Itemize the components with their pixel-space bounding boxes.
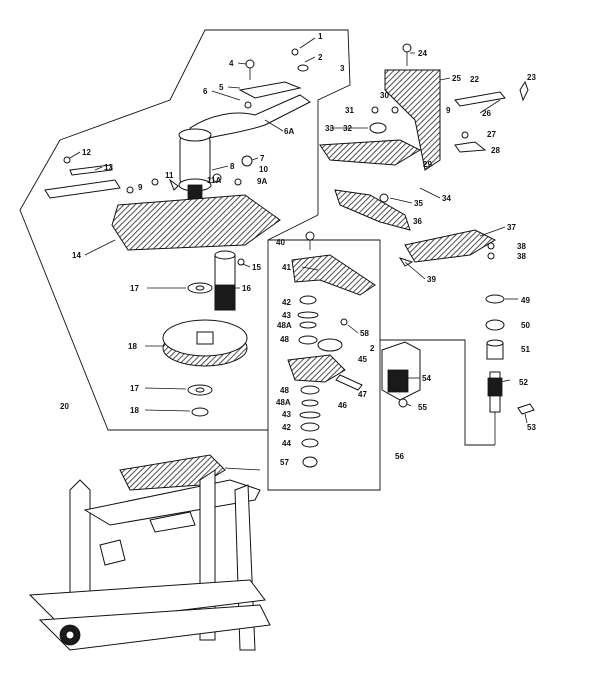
callout-6a: 6A bbox=[284, 127, 294, 136]
callout-53: 53 bbox=[527, 423, 536, 432]
callout-5: 5 bbox=[219, 83, 224, 92]
callout-3: 3 bbox=[340, 64, 345, 73]
top-bracket-assembly bbox=[168, 48, 311, 206]
callout-42-bottom: 42 bbox=[282, 423, 291, 432]
center-stack-assembly bbox=[287, 231, 376, 468]
callout-9a: 9A bbox=[257, 177, 267, 186]
callout-38-lower: 38 bbox=[517, 252, 526, 261]
callout-48-top: 48 bbox=[280, 335, 289, 344]
callout-27: 27 bbox=[487, 130, 496, 139]
callout-54: 54 bbox=[422, 374, 431, 383]
callout-18-gear: 18 bbox=[128, 342, 137, 351]
callout-6: 6 bbox=[203, 87, 208, 96]
callout-7: 7 bbox=[260, 154, 265, 163]
callout-47: 47 bbox=[358, 390, 367, 399]
callout-28: 28 bbox=[491, 146, 500, 155]
callout-40: 40 bbox=[276, 238, 285, 247]
callout-8: 8 bbox=[230, 162, 235, 171]
callout-33: 33 bbox=[325, 124, 334, 133]
callout-34: 34 bbox=[442, 194, 451, 203]
callout-37: 37 bbox=[507, 223, 516, 232]
callout-26: 26 bbox=[482, 109, 491, 118]
feed-plate bbox=[44, 156, 281, 251]
callout-52: 52 bbox=[519, 378, 528, 387]
callout-45: 45 bbox=[358, 355, 367, 364]
callout-24: 24 bbox=[418, 49, 427, 58]
callout-48-bottom: 48 bbox=[280, 386, 289, 395]
callout-36: 36 bbox=[413, 217, 422, 226]
callout-18-washer: 18 bbox=[130, 406, 139, 415]
callout-38-upper: 38 bbox=[517, 242, 526, 251]
callout-10: 10 bbox=[259, 165, 268, 174]
callout-17-bottom: 17 bbox=[130, 384, 139, 393]
callout-2-center: 2 bbox=[370, 344, 375, 353]
right-upper-bracket bbox=[319, 43, 529, 171]
callout-11: 11 bbox=[165, 171, 174, 180]
callout-48a-bottom: 48A bbox=[276, 398, 291, 407]
callout-20: 20 bbox=[60, 402, 69, 411]
callout-46: 46 bbox=[338, 401, 347, 410]
callout-9: 9 bbox=[138, 183, 143, 192]
callout-25: 25 bbox=[452, 74, 461, 83]
callout-1: 1 bbox=[318, 32, 323, 41]
callout-57: 57 bbox=[280, 458, 289, 467]
group-boundary-lines bbox=[19, 29, 495, 491]
callout-43-bottom: 43 bbox=[282, 410, 291, 419]
machine-frame bbox=[28, 454, 271, 651]
callout-48a-top: 48A bbox=[277, 321, 292, 330]
callout-14: 14 bbox=[72, 251, 81, 260]
callout-42-top: 42 bbox=[282, 298, 291, 307]
callout-12: 12 bbox=[82, 148, 91, 157]
callout-29: 29 bbox=[423, 160, 432, 169]
callout-44: 44 bbox=[282, 439, 291, 448]
callout-35: 35 bbox=[414, 199, 423, 208]
right-column-parts bbox=[381, 294, 535, 445]
callout-11a: 11A bbox=[207, 176, 221, 185]
callout-15: 15 bbox=[252, 263, 261, 272]
callout-32: 32 bbox=[343, 124, 352, 133]
callout-30: 30 bbox=[380, 91, 389, 100]
callout-58: 58 bbox=[360, 329, 369, 338]
callout-4: 4 bbox=[229, 59, 234, 68]
callout-31: 31 bbox=[345, 106, 354, 115]
callout-39: 39 bbox=[427, 275, 436, 284]
callout-13: 13 bbox=[104, 163, 113, 172]
callout-41: 41 bbox=[282, 263, 291, 272]
callout-50: 50 bbox=[521, 321, 530, 330]
callout-23: 23 bbox=[527, 73, 536, 82]
callout-51: 51 bbox=[521, 345, 530, 354]
callout-16: 16 bbox=[242, 284, 251, 293]
callout-17-top: 17 bbox=[130, 284, 139, 293]
feed-lever-assembly bbox=[334, 189, 497, 267]
callout-49: 49 bbox=[521, 296, 530, 305]
leader-lines bbox=[69, 37, 528, 471]
callout-9-right: 9 bbox=[446, 106, 451, 115]
callout-labels: 1 2 3 4 5 6 6A 7 8 9 9A 10 11 11A 12 13 … bbox=[60, 32, 536, 467]
callout-55: 55 bbox=[418, 403, 427, 412]
callout-2: 2 bbox=[318, 53, 323, 62]
callout-22: 22 bbox=[470, 75, 479, 84]
callout-43-top: 43 bbox=[282, 311, 291, 320]
callout-56: 56 bbox=[395, 452, 404, 461]
shaft-gear-assembly bbox=[162, 250, 248, 417]
